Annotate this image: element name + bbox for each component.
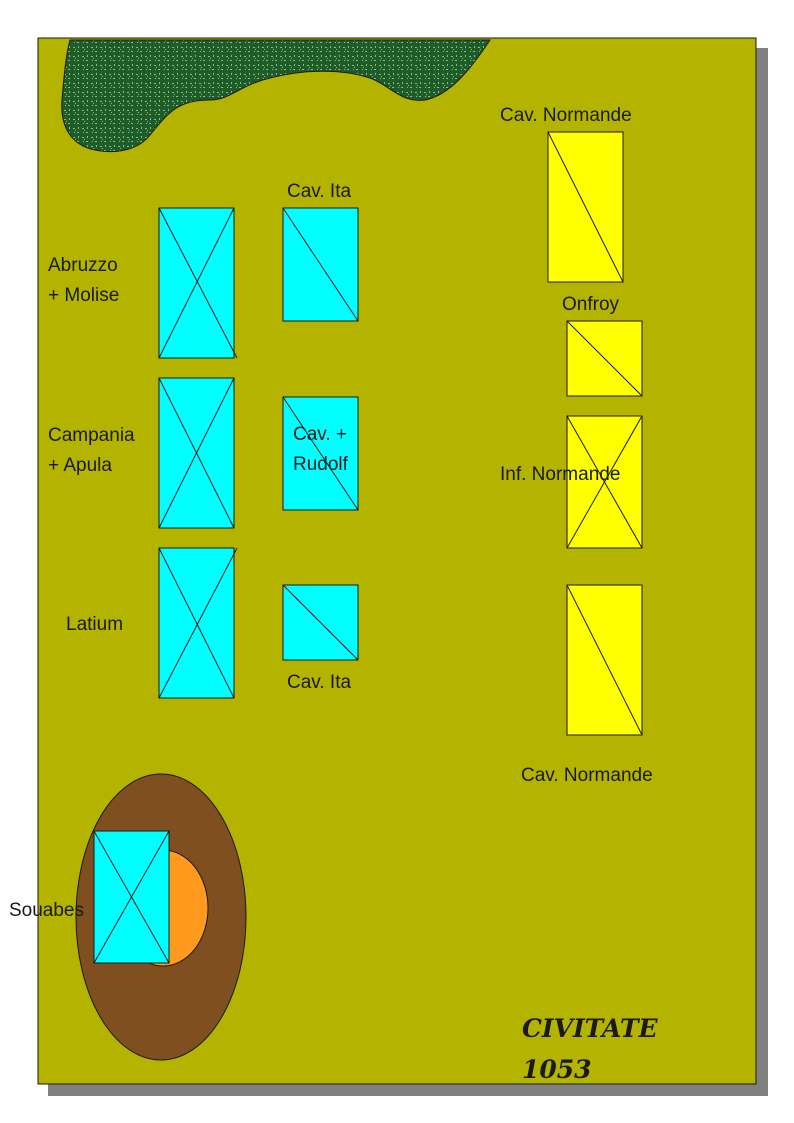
unit-abruzzo-molise (158, 207, 238, 359)
label-cav-rudolf-line2: Rudolf (293, 454, 349, 475)
unit-cav-normande-top (547, 131, 624, 283)
unit-cross-line (158, 207, 235, 359)
unit-latium (158, 547, 238, 699)
unit-campania-apula (158, 377, 235, 529)
unit-diagonal-line (566, 584, 643, 736)
map-title-line1: CIVITATE (522, 1014, 659, 1043)
unit-cav-ita-bottom (282, 584, 359, 661)
unit-cav-ita-top (282, 207, 359, 322)
unit-diagonal-line (282, 396, 359, 511)
label-cav-normande-top: Cav. Normande (500, 105, 632, 126)
label-abruzzo-line1: Abruzzo (48, 255, 118, 276)
unit-cross-line (158, 207, 238, 359)
label-cav-ita-top: Cav. Ita (287, 181, 351, 202)
unit-diagonal-line (282, 584, 359, 661)
label-abruzzo-line2: + Molise (48, 285, 119, 306)
label-inf-normande: Inf. Normande (500, 464, 620, 485)
unit-souabes (93, 830, 170, 964)
unit-diagonal-line (566, 320, 643, 397)
map-title-line2: 1053 (522, 1055, 592, 1084)
unit-cross-line (93, 830, 170, 964)
unit-onfroy (566, 320, 643, 397)
forest (61, 39, 491, 153)
unit-cav-rudolf (282, 396, 359, 511)
unit-cross-line (158, 547, 235, 699)
label-souabes: Souabes (9, 900, 84, 921)
label-campania-line2: + Apula (48, 455, 112, 476)
unit-inf-normande (566, 415, 643, 549)
unit-cross-line (566, 415, 643, 549)
label-campania-line1: Campania (48, 425, 135, 446)
label-cav-ita-bottom: Cav. Ita (287, 672, 351, 693)
label-onfroy: Onfroy (562, 294, 620, 315)
unit-diagonal-line (282, 207, 359, 322)
unit-cross-line (158, 547, 238, 699)
label-cav-rudolf-line1: Cav. + (293, 424, 347, 445)
unit-cav-normande-bottom (566, 584, 643, 736)
unit-cross-line (158, 377, 235, 529)
label-latium: Latium (66, 614, 123, 635)
unit-diagonal-line (547, 131, 624, 283)
label-cav-normande-bottom: Cav. Normande (521, 765, 653, 786)
